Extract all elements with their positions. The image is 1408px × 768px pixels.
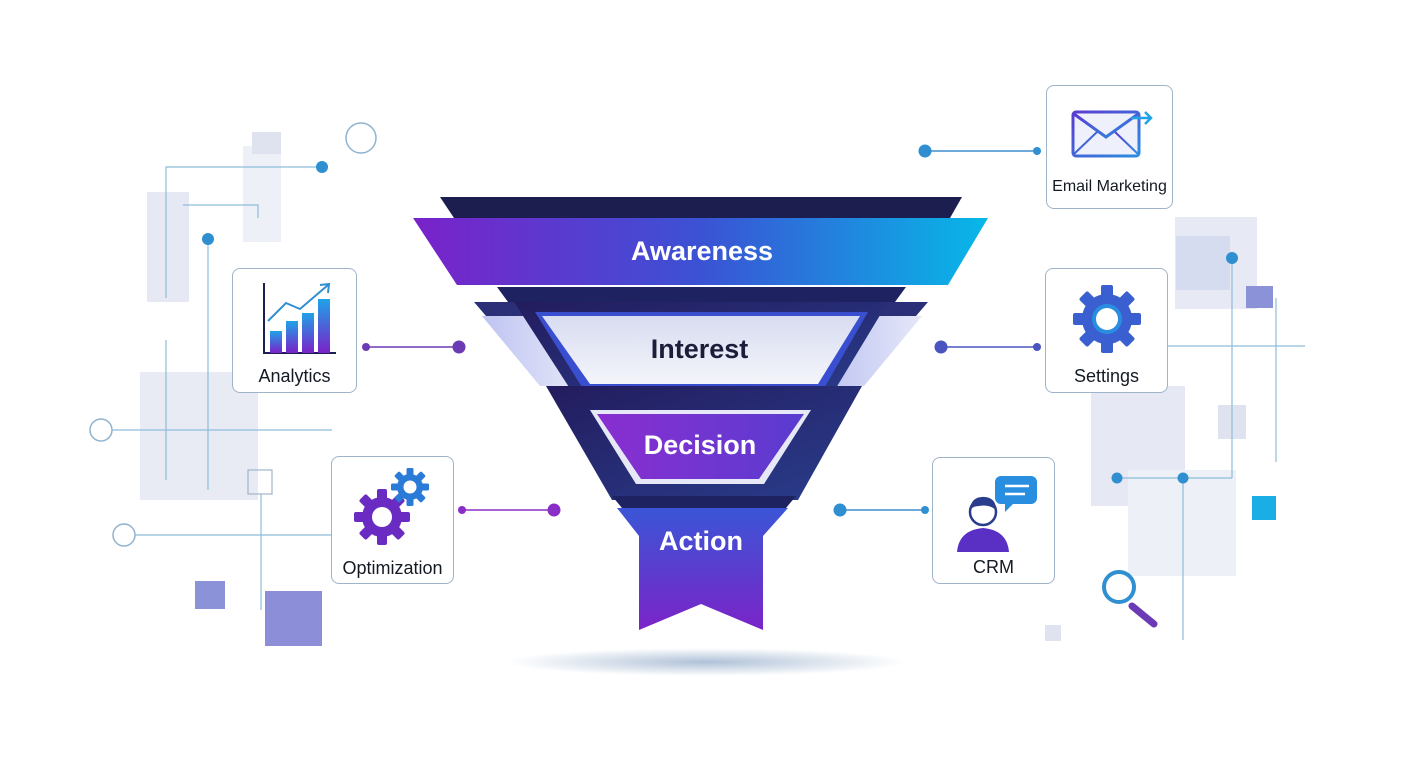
magnifier-icon	[1102, 570, 1158, 628]
connector-settings	[934, 340, 1041, 354]
funnel	[413, 197, 988, 630]
crm-card[interactable]: CRM	[932, 457, 1055, 584]
analytics-card[interactable]: Analytics	[232, 268, 357, 393]
stage-label-interest: Interest	[650, 334, 749, 364]
crm-label: CRM	[973, 557, 1014, 577]
envelope-icon	[1047, 104, 1172, 160]
settings-label: Settings	[1073, 366, 1140, 386]
connector-analytics	[362, 340, 466, 354]
analytics-label: Analytics	[258, 366, 331, 386]
connector-crm	[833, 503, 929, 517]
funnel-stage-awareness	[413, 218, 988, 285]
connector-email	[918, 144, 1041, 158]
settings-card[interactable]: Settings	[1045, 268, 1168, 393]
optimization-label: Optimization	[342, 558, 443, 578]
stage-label-action: Action	[659, 526, 743, 556]
bar-chart-icon	[233, 277, 356, 357]
stage-label-decision: Decision	[643, 430, 757, 460]
background-decoration-left	[89, 122, 377, 646]
funnel-stage-interest	[542, 316, 860, 384]
funnel-rim	[440, 197, 962, 218]
connector-optimization	[458, 503, 561, 517]
email-marketing-label: Email Marketing	[1052, 178, 1167, 195]
gears-icon	[332, 465, 453, 549]
funnel-stage-decision	[597, 414, 804, 479]
funnel-stage-action	[617, 508, 788, 630]
stage-label-awareness: Awareness	[630, 236, 774, 266]
funnel-shadow	[506, 648, 906, 676]
optimization-card[interactable]: Optimization	[331, 456, 454, 584]
email-marketing-card[interactable]: Email Marketing	[1046, 85, 1173, 209]
background-decoration-right	[1045, 217, 1305, 641]
user-chat-icon	[933, 468, 1054, 554]
gear-icon	[1046, 281, 1167, 357]
